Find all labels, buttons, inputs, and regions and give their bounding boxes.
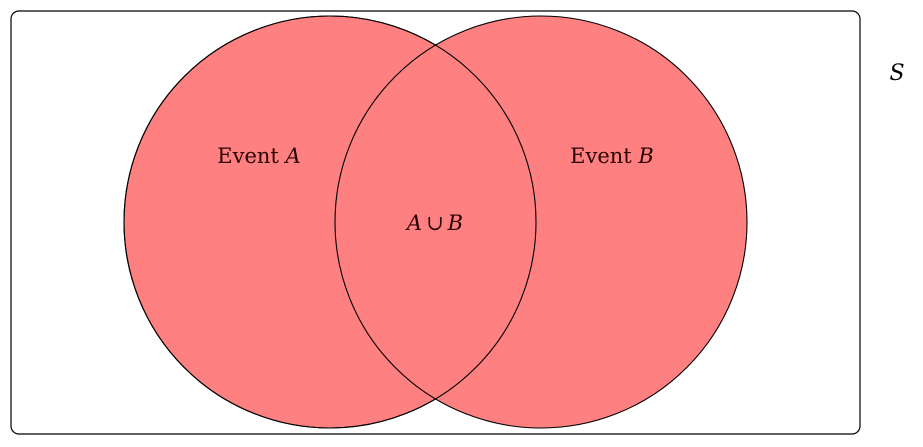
event-b-label: Event B xyxy=(570,144,654,168)
event-a-label-var: A xyxy=(284,144,301,168)
intersection-label-b: B xyxy=(447,211,463,235)
event-b-label-text: Event xyxy=(570,144,638,168)
event-a-label-text: Event xyxy=(217,144,285,168)
event-a-label: Event A xyxy=(217,144,300,168)
intersection-label: A∪B xyxy=(405,211,463,235)
intersection-label-a: A xyxy=(405,211,422,235)
sample-space-label: S xyxy=(889,61,904,86)
event-b-label-var: B xyxy=(637,144,653,168)
intersection-operator: ∪ xyxy=(426,211,444,235)
event-b-circle xyxy=(334,15,748,429)
event-a-outline xyxy=(123,15,537,429)
